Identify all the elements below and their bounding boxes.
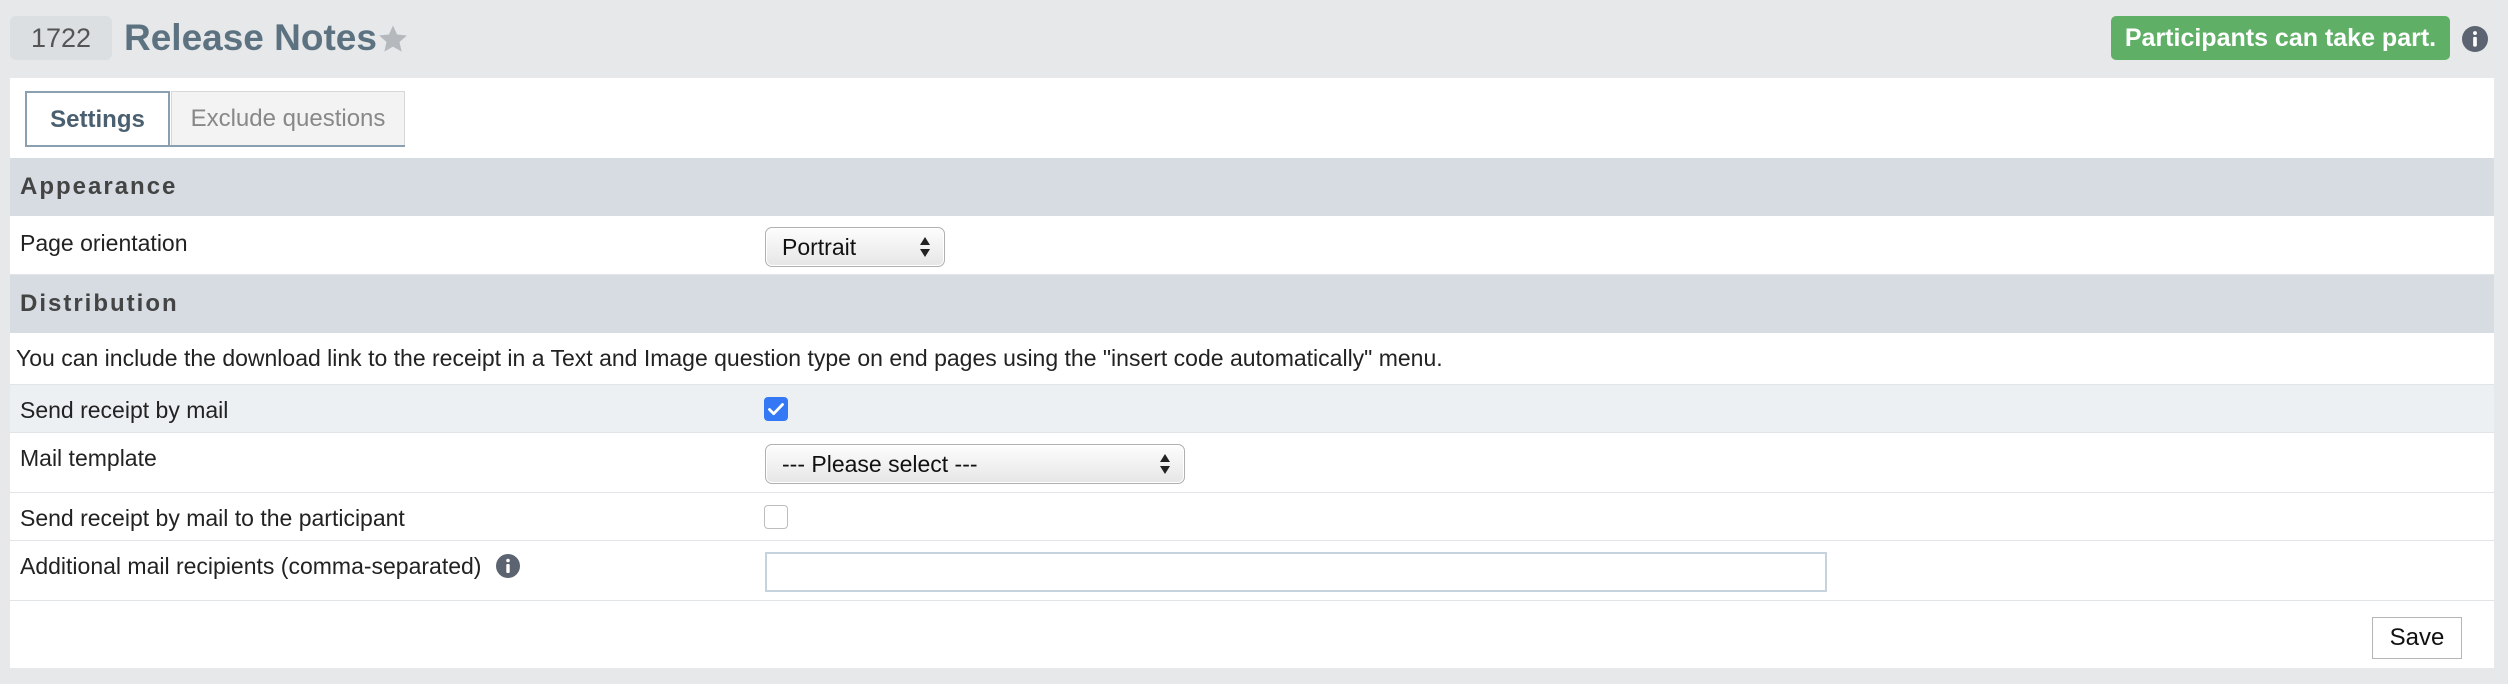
tab-underline: [25, 145, 405, 147]
row-page-orientation: Page orientation Portrait: [10, 216, 2494, 275]
info-icon[interactable]: [495, 554, 520, 578]
distribution-info-row: You can include the download link to the…: [10, 333, 2494, 385]
row-additional-recipients: Additional mail recipients (comma-separa…: [10, 541, 2494, 601]
additional-recipients-text: Additional mail recipients (comma-separa…: [20, 553, 482, 579]
send-receipt-label: Send receipt by mail: [20, 397, 229, 423]
star-icon[interactable]: [376, 22, 410, 56]
row-send-receipt: Send receipt by mail: [10, 385, 2494, 433]
select-arrows-icon: [920, 237, 930, 257]
select-arrows-icon: [1160, 454, 1170, 474]
additional-recipients-label: Additional mail recipients (comma-separa…: [20, 553, 520, 580]
page-orientation-value: Portrait: [782, 234, 857, 260]
mail-template-value: --- Please select ---: [782, 451, 978, 477]
page-orientation-label: Page orientation: [20, 230, 188, 256]
save-button[interactable]: Save: [2372, 617, 2462, 659]
send-to-participant-label: Send receipt by mail to the participant: [20, 505, 405, 531]
mail-template-label: Mail template: [20, 445, 157, 471]
status-badge: Participants can take part.: [2111, 16, 2450, 60]
tab-settings[interactable]: Settings: [25, 91, 170, 145]
page-header: 1722 Release Notes Participants can take…: [0, 0, 2508, 78]
page-title: Release Notes: [124, 17, 377, 58]
tab-bar: Settings Exclude questions: [10, 78, 2494, 158]
page-orientation-select[interactable]: Portrait: [765, 227, 945, 267]
info-icon[interactable]: [2462, 26, 2488, 52]
distribution-info-text: You can include the download link to the…: [16, 345, 1443, 371]
settings-card: Settings Exclude questions Appearance Pa…: [10, 78, 2494, 668]
section-header-distribution: Distribution: [10, 275, 2494, 333]
section-header-appearance: Appearance: [10, 158, 2494, 216]
send-to-participant-checkbox[interactable]: [764, 505, 788, 529]
additional-recipients-input[interactable]: [765, 552, 1827, 592]
row-send-to-participant: Send receipt by mail to the participant: [10, 493, 2494, 541]
tab-exclude-questions[interactable]: Exclude questions: [171, 91, 405, 145]
checkmark-icon: [768, 403, 784, 416]
object-id-badge: 1722: [10, 16, 112, 60]
mail-template-select[interactable]: --- Please select ---: [765, 444, 1185, 484]
send-receipt-checkbox[interactable]: [764, 397, 788, 421]
row-mail-template: Mail template --- Please select ---: [10, 433, 2494, 493]
